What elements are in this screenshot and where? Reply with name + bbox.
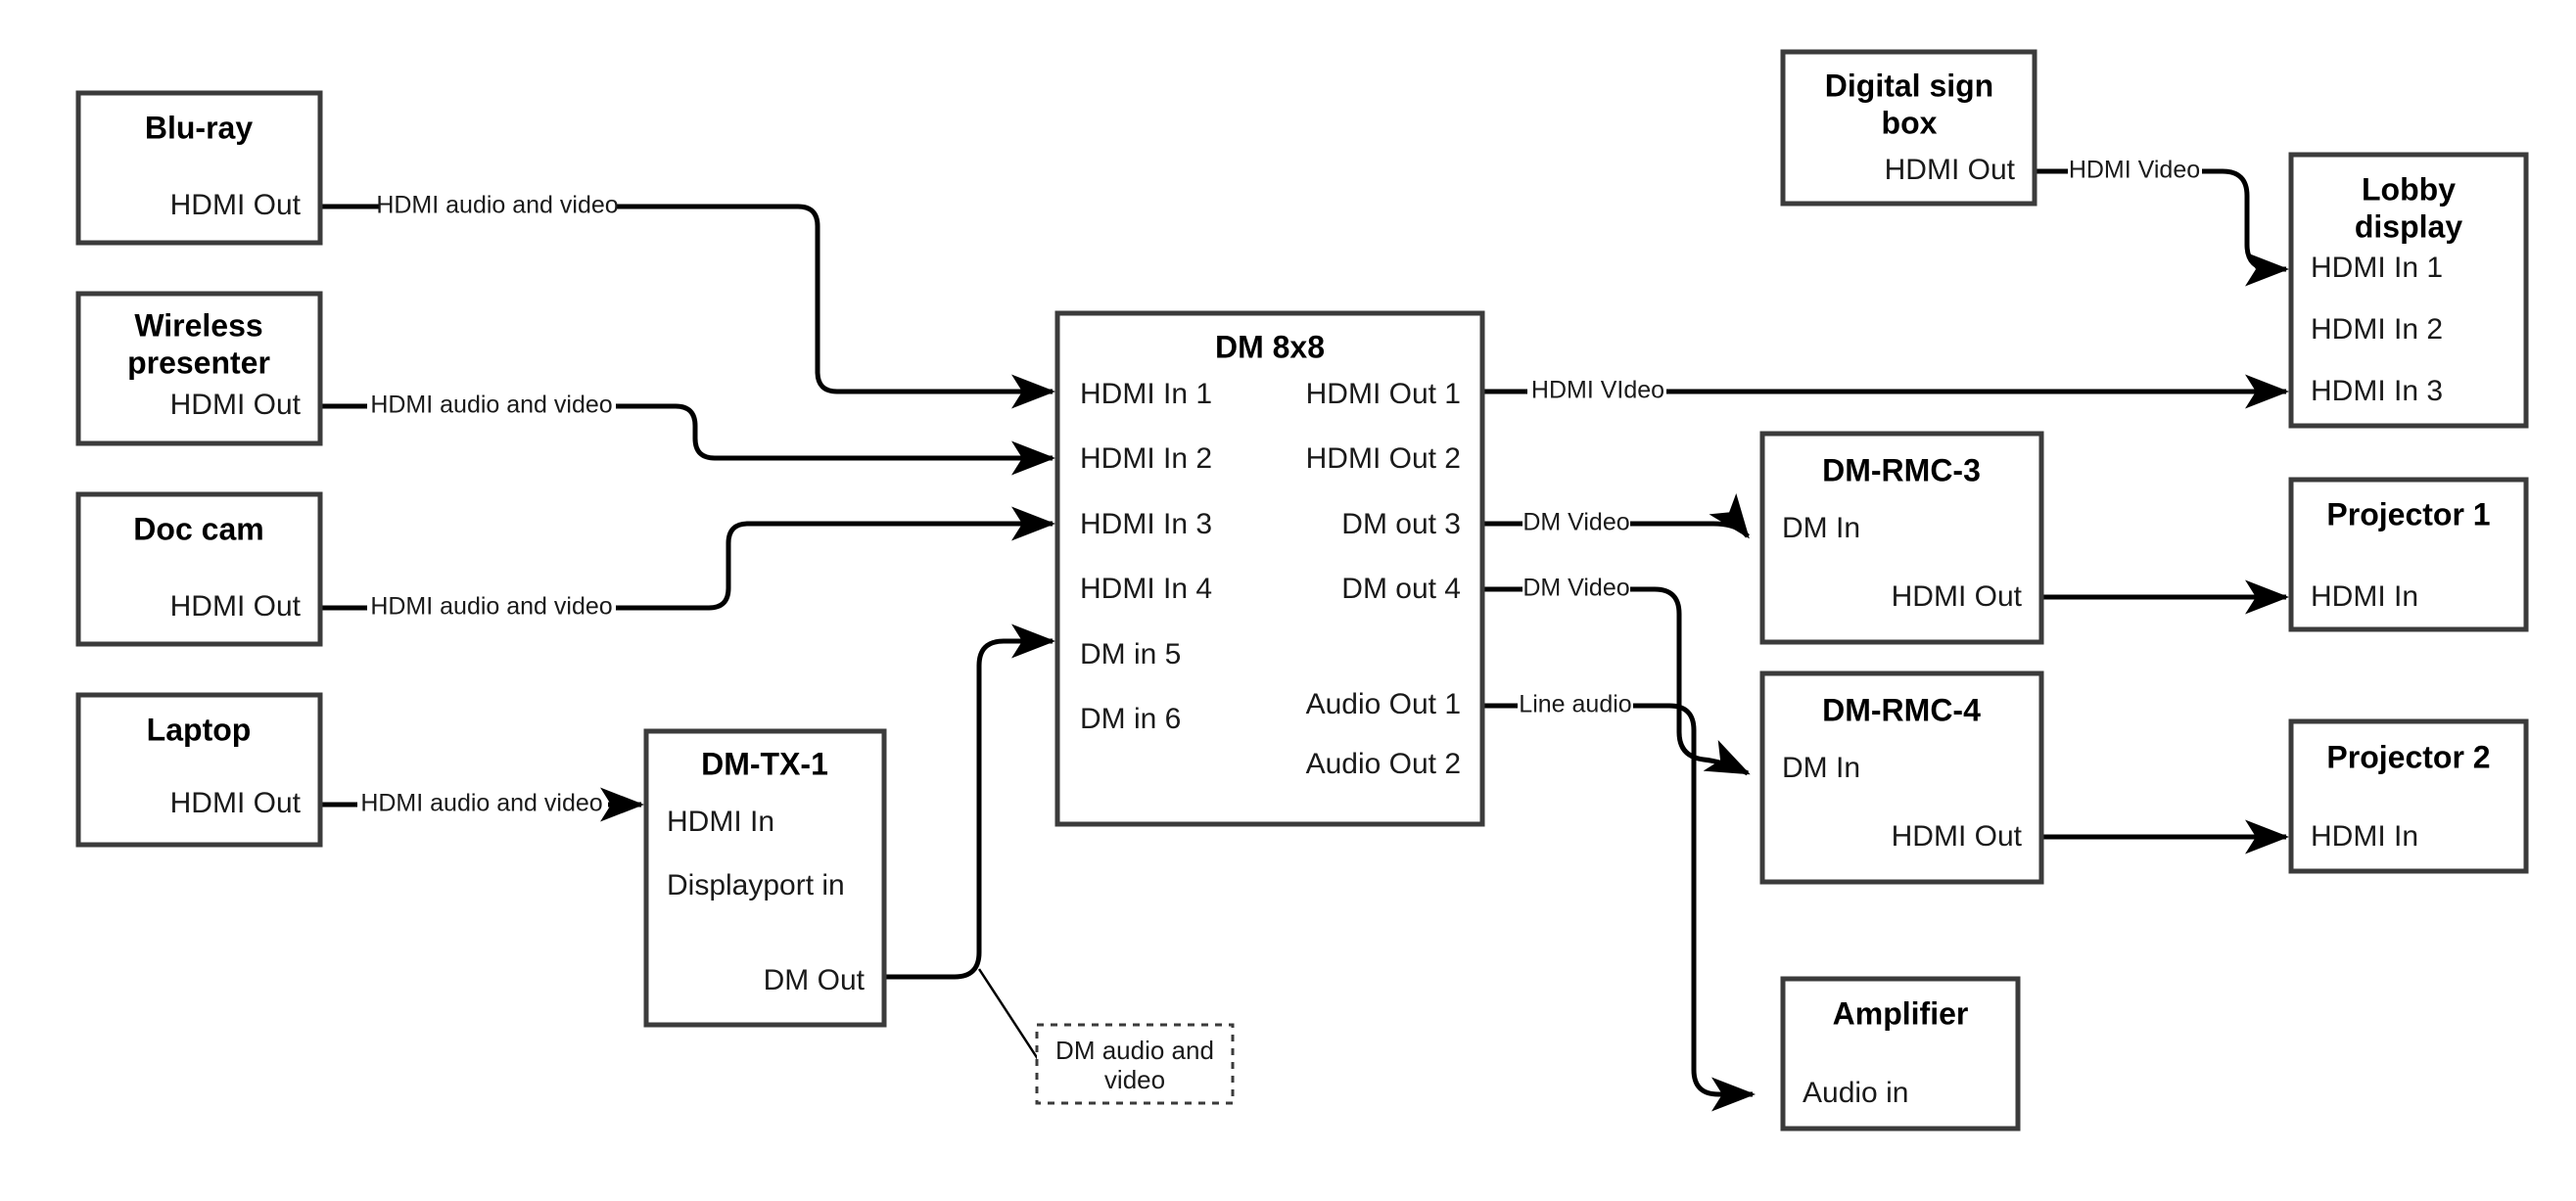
port-dm-rmc-4-hdmi-out: HDMI Out	[1892, 820, 2023, 853]
port-projector-2-hdmi-in: HDMI In	[2311, 820, 2418, 853]
node-projector-2-box	[2288, 718, 2529, 874]
edge-label-wireless-to-hdmi-in-2: HDMI audio and video	[370, 392, 612, 419]
edge-label-digital-sign-to-lobby: HDMI Video	[2069, 157, 2200, 184]
node-digital-sign-box-title-line2: box	[1882, 105, 1938, 140]
node-doc-cam[interactable]: Doc cam HDMI Out	[75, 491, 323, 647]
node-dm-rmc-3-box	[1759, 431, 2044, 645]
port-dm-8x8-hdmi-in-4: HDMI In 4	[1080, 573, 1212, 605]
port-laptop-hdmi-out: HDMI Out	[170, 787, 302, 819]
node-bluray[interactable]: Blu-ray HDMI Out	[75, 90, 323, 246]
edge-label-doccam-to-hdmi-in-3: HDMI audio and video	[370, 593, 612, 621]
port-amplifier-audio-in: Audio in	[1803, 1077, 1908, 1109]
node-laptop-box	[75, 692, 323, 848]
port-dm-rmc-4-dm-in: DM In	[1782, 752, 1860, 784]
port-wireless-presenter-hdmi-out: HDMI Out	[170, 389, 302, 421]
note-dm-audio-and-video-box	[1035, 1023, 1235, 1105]
node-bluray-title: Blu-ray	[145, 110, 253, 145]
wire-doccam-to-hdmi-in-3	[320, 524, 1053, 611]
wire-digital-sign-to-lobby-hdmi-in-1	[2035, 168, 2286, 269]
node-dm-rmc-4-box	[1759, 670, 2044, 885]
wire-bluray-to-hdmi-in-1	[320, 204, 1053, 392]
wire-dm-out-3-to-rmc3	[1482, 524, 1748, 536]
node-wireless-presenter-box	[75, 291, 323, 446]
node-lobby-display-title-line1: Lobby	[2362, 171, 2456, 207]
node-laptop[interactable]: Laptop HDMI Out	[75, 692, 323, 848]
edge-label-dm-out-4-to-rmc4: DM Video	[1522, 575, 1629, 602]
node-dm-rmc-3[interactable]: DM-RMC-3 DM In HDMI Out	[1759, 431, 2044, 645]
edge-label-bluray-to-hdmi-in-1: HDMI audio and video	[376, 192, 618, 219]
port-dm-8x8-hdmi-in-1: HDMI In 1	[1080, 378, 1212, 410]
node-lobby-display[interactable]: Lobby display HDMI In 1 HDMI In 2 HDMI I…	[2288, 152, 2529, 429]
node-digital-sign-box[interactable]: Digital sign box HDMI Out	[1780, 49, 2037, 207]
port-dm-8x8-audio-out-1: Audio Out 1	[1306, 688, 1461, 720]
node-dm-rmc-4-title: DM-RMC-4	[1822, 692, 1981, 727]
node-wireless-presenter-title-line2: presenter	[127, 345, 270, 380]
note-dm-audio-and-video-line1: DM audio and	[1055, 1036, 1214, 1065]
port-lobby-display-hdmi-in-3: HDMI In 3	[2311, 375, 2443, 407]
note-dm-audio-and-video-line2: video	[1104, 1065, 1165, 1094]
port-dm-8x8-hdmi-out-2: HDMI Out 2	[1306, 442, 1461, 475]
port-doc-cam-hdmi-out: HDMI Out	[170, 590, 302, 623]
port-dm-8x8-dm-in-6: DM in 6	[1080, 703, 1181, 735]
node-dm-rmc-4[interactable]: DM-RMC-4 DM In HDMI Out	[1759, 670, 2044, 885]
leader-line-dm-audio-video-note	[977, 968, 1042, 1063]
edge-label-audio-out-1-to-amplifier: Line audio	[1519, 691, 1631, 718]
node-doc-cam-box	[75, 491, 323, 647]
port-dm-8x8-dm-out-4: DM out 4	[1341, 573, 1461, 605]
node-dm-tx-1-box	[643, 728, 887, 1028]
node-laptop-title: Laptop	[147, 712, 252, 747]
node-dm-tx-1[interactable]: DM-TX-1 HDMI In Displayport in DM Out	[643, 728, 887, 1028]
port-dm-rmc-3-hdmi-out: HDMI Out	[1892, 580, 2023, 613]
node-digital-sign-box-box	[1780, 49, 2037, 207]
node-wireless-presenter[interactable]: Wireless presenter HDMI Out	[75, 291, 323, 446]
edge-label-dm-out-3-to-rmc3: DM Video	[1522, 509, 1629, 536]
port-dm-tx-1-dm-out: DM Out	[764, 964, 866, 996]
node-digital-sign-box-title-line1: Digital sign	[1825, 68, 1993, 103]
node-amplifier-box	[1780, 976, 2021, 1132]
port-dm-8x8-hdmi-in-2: HDMI In 2	[1080, 442, 1212, 475]
port-dm-8x8-hdmi-out-1: HDMI Out 1	[1306, 378, 1461, 410]
node-lobby-display-title-line2: display	[2355, 208, 2462, 244]
node-projector-2[interactable]: Projector 2 HDMI In	[2288, 718, 2529, 874]
node-bluray-box	[75, 90, 323, 246]
port-lobby-display-hdmi-in-1: HDMI In 1	[2311, 252, 2443, 284]
node-projector-1[interactable]: Projector 1 HDMI In	[2288, 477, 2529, 632]
node-dm-8x8[interactable]: DM 8x8 HDMI In 1 HDMI In 2 HDMI In 3 HDM…	[1054, 310, 1485, 827]
port-lobby-display-hdmi-in-2: HDMI In 2	[2311, 313, 2443, 346]
port-dm-tx-1-hdmi-in: HDMI In	[667, 806, 774, 838]
wire-wireless-to-hdmi-in-2	[320, 403, 1053, 458]
port-digital-sign-box-hdmi-out: HDMI Out	[1885, 154, 2016, 186]
node-projector-1-box	[2288, 477, 2529, 632]
port-dm-8x8-dm-in-5: DM in 5	[1080, 638, 1181, 670]
edge-label-laptop-to-dmtx1: HDMI audio and video	[360, 790, 602, 817]
node-doc-cam-title: Doc cam	[133, 511, 263, 546]
wire-dmtx1-to-dm-in-5	[884, 624, 1056, 980]
node-lobby-display-box	[2288, 152, 2529, 429]
port-dm-8x8-hdmi-in-3: HDMI In 3	[1080, 508, 1212, 540]
note-dm-audio-and-video: DM audio and video	[1035, 1023, 1235, 1105]
node-dm-tx-1-title: DM-TX-1	[701, 746, 828, 781]
edge-label-hdmi-out-1-to-lobby: HDMI VIdeo	[1531, 377, 1664, 404]
wire-dm-out-4-to-rmc4	[1482, 586, 1748, 773]
node-projector-1-title: Projector 1	[2326, 496, 2490, 531]
node-amplifier-title: Amplifier	[1833, 995, 1969, 1031]
port-dm-8x8-audio-out-2: Audio Out 2	[1306, 748, 1461, 780]
port-dm-tx-1-displayport-in: Displayport in	[667, 869, 845, 901]
port-dm-rmc-3-dm-in: DM In	[1782, 512, 1860, 544]
port-projector-1-hdmi-in: HDMI In	[2311, 580, 2418, 613]
port-dm-8x8-dm-out-3: DM out 3	[1341, 508, 1461, 540]
node-dm-8x8-title: DM 8x8	[1215, 329, 1325, 364]
node-dm-8x8-box	[1054, 310, 1485, 827]
node-projector-2-title: Projector 2	[2326, 739, 2490, 774]
node-amplifier[interactable]: Amplifier Audio in	[1780, 976, 2021, 1132]
port-bluray-hdmi-out: HDMI Out	[170, 189, 302, 221]
node-wireless-presenter-title-line1: Wireless	[134, 307, 262, 343]
wire-audio-out-1-to-amplifier	[1482, 703, 1753, 1094]
node-dm-rmc-3-title: DM-RMC-3	[1822, 452, 1981, 487]
